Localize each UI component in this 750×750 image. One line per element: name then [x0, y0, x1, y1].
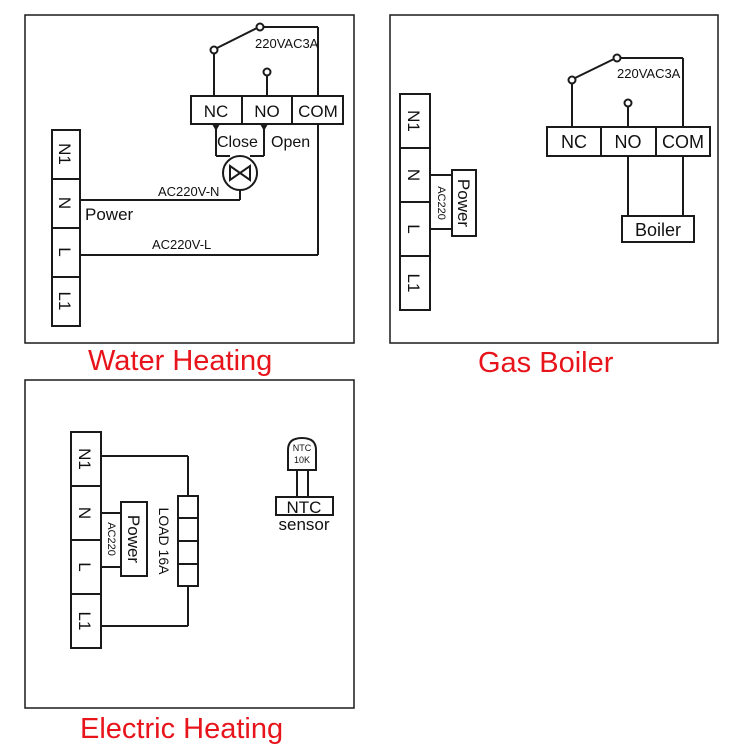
boiler-box [621, 215, 695, 243]
switch-pivot-icon [612, 53, 622, 63]
water-terminal-block: N1 N L L1 [51, 129, 81, 327]
electric-heating-panel: N1 N L L1 Power AC220 LOAD 16A NTC [24, 379, 355, 709]
terminal-l: L [75, 562, 94, 571]
ntc-connector-box [275, 496, 334, 516]
water-heating-panel: N1 N L L1 NC NO COM 220VAC3A [24, 14, 355, 344]
terminal-n: N [404, 169, 423, 181]
ntc-sensor-label: sensor [278, 515, 329, 534]
gas-terminal-block: N1 N L L1 [399, 93, 431, 311]
water-heating-caption: Water Heating [88, 345, 272, 377]
water-power-label: Power [85, 205, 134, 224]
terminal-n1: N1 [75, 448, 94, 470]
relay-nc-label: NC [204, 102, 229, 121]
terminal-n: N [55, 197, 74, 209]
ntc-probe-icon [287, 436, 317, 471]
gas-boiler-frame [389, 14, 719, 344]
nc-contact-icon [567, 75, 577, 85]
relay-nc-label: NC [561, 132, 587, 152]
gas-power-label: Power [454, 179, 473, 228]
terminal-n1: N1 [404, 110, 423, 132]
gas-boiler-caption: Gas Boiler [478, 347, 614, 379]
relay-com-label: COM [298, 102, 338, 121]
relay-com-label: COM [662, 132, 704, 152]
terminal-l1: L1 [75, 612, 94, 631]
electric-heating-caption: Electric Heating [80, 713, 283, 745]
electric-power-label: Power [124, 515, 143, 564]
ntc-probe-line1: NTC [293, 443, 312, 453]
terminal-l: L [404, 224, 423, 233]
terminal-n: N [75, 507, 94, 519]
relay-no-label: NO [615, 132, 642, 152]
valve-open-label: Open [271, 134, 310, 151]
no-contact-icon [623, 98, 633, 108]
gas-relay: NC NO COM 220VAC3A [546, 53, 711, 157]
nc-contact-icon [209, 45, 219, 55]
no-contact-icon [262, 67, 272, 77]
valve-close-label: Close [217, 134, 258, 151]
gas-power-voltage: AC220 [435, 186, 447, 220]
switch-arm-icon [574, 58, 615, 79]
electric-power-voltage: AC220 [105, 522, 117, 556]
relay-no-label: NO [254, 102, 280, 121]
power-supply-box [120, 501, 148, 577]
switch-pivot-icon [255, 22, 265, 32]
relay-rating: 220VAC3A [255, 36, 319, 51]
water-heating-frame [24, 14, 355, 344]
motorized-valve: Close Open [80, 124, 310, 201]
electric-heating-frame [24, 379, 355, 709]
load-rating-label: LOAD 16A [156, 508, 172, 576]
boiler: Boiler [621, 156, 695, 243]
live-wire-label: AC220V-L [152, 237, 211, 252]
neutral-wire-label: AC220V-N [158, 184, 219, 199]
load-terminal: LOAD 16A [101, 455, 199, 627]
relay-rating: 220VAC3A [617, 66, 681, 81]
terminal-n1: N1 [55, 143, 74, 165]
switch-arm-icon [216, 27, 258, 49]
gas-boiler-panel: N1 N L L1 Power AC220 NC NO COM [389, 14, 719, 344]
terminal-l1: L1 [55, 292, 74, 311]
electric-power-supply: Power AC220 [101, 501, 148, 577]
ntc-connector-label: NTC [287, 498, 322, 517]
terminal-l: L [55, 247, 74, 256]
power-supply-box [451, 169, 477, 237]
gas-power-supply: Power AC220 [430, 169, 477, 237]
terminal-l1: L1 [404, 274, 423, 293]
electric-terminal-block: N1 N L L1 [70, 431, 102, 649]
water-relay: NC NO COM 220VAC3A [190, 22, 344, 125]
ntc-probe-line2: 10K [294, 455, 310, 465]
boiler-label: Boiler [635, 220, 681, 240]
ntc-sensor: NTC 10K NTC sensor [275, 436, 334, 534]
